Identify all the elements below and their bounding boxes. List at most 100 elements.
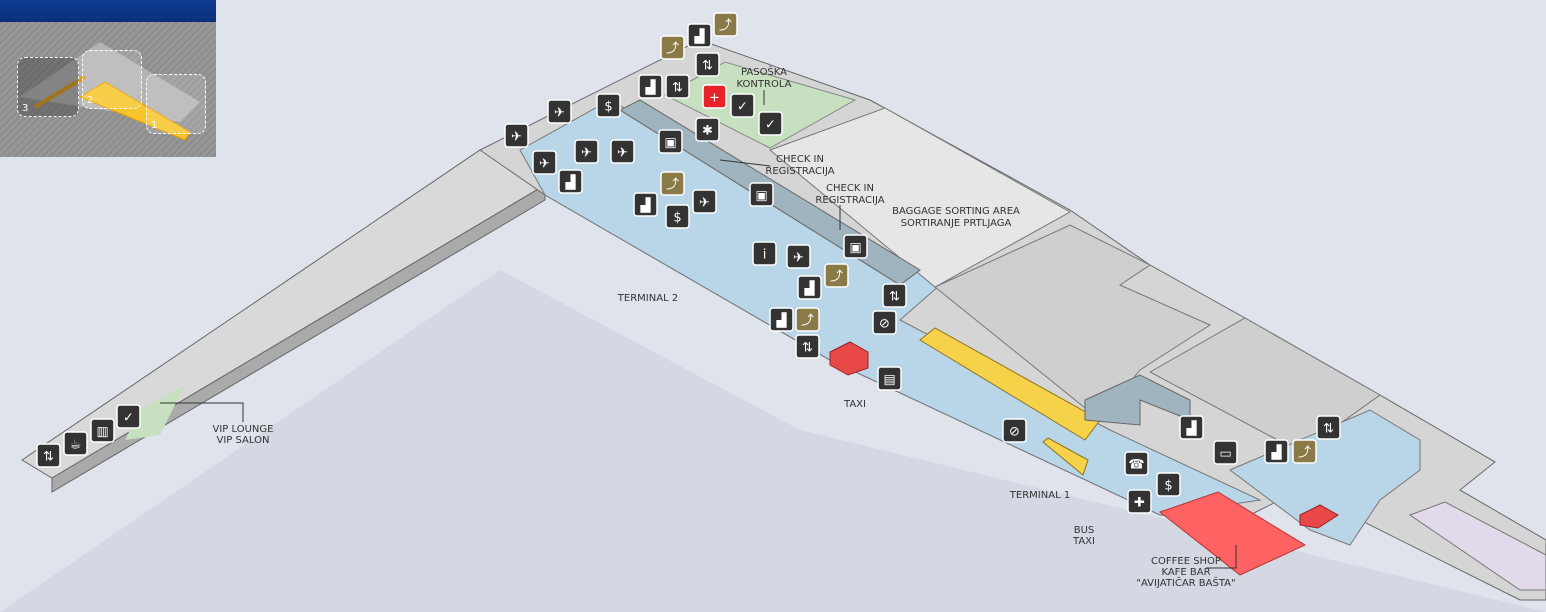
elevator-icon[interactable]: ⇅ (665, 74, 690, 99)
ticket-icon[interactable]: ▭ (1213, 440, 1238, 465)
coffee-shop-area[interactable] (1158, 491, 1307, 576)
information-icon[interactable]: i (752, 241, 777, 266)
key-map-header (0, 0, 216, 22)
stairs-icon[interactable]: ▟ (769, 307, 794, 332)
terminal-1-floor (1229, 409, 1421, 546)
stairs-icon[interactable]: ▟ (1179, 415, 1204, 440)
departures-icon[interactable]: ✈ (574, 139, 599, 164)
alarm-icon[interactable]: ✱ (695, 117, 720, 142)
svg-text:⇅: ⇅ (702, 59, 713, 74)
departures-icon[interactable]: ✈ (692, 189, 717, 214)
svg-text:✚: ✚ (1134, 496, 1145, 511)
svg-text:$: $ (1164, 479, 1172, 494)
check-in-desk-icon[interactable]: ▣ (658, 129, 683, 154)
svg-text:▥: ▥ (96, 425, 108, 440)
currency-exchange-icon[interactable]: $ (1156, 472, 1181, 497)
currency-exchange-icon[interactable]: $ (596, 93, 621, 118)
svg-text:VIP SALON: VIP SALON (217, 435, 270, 446)
departures-icon[interactable]: ✈ (610, 139, 635, 164)
svg-text:+: + (709, 91, 720, 106)
check-in-desk-icon[interactable]: ▣ (843, 234, 868, 259)
svg-text:▟: ▟ (565, 174, 577, 191)
svg-text:KONTROLA: KONTROLA (737, 79, 792, 90)
customs-icon[interactable]: ✓ (730, 93, 755, 118)
svg-text:▟: ▟ (645, 79, 657, 96)
atm-icon[interactable]: ▤ (877, 366, 902, 391)
svg-text:TERMINAL 1: TERMINAL 1 (1009, 490, 1070, 501)
cafe-icon[interactable]: ☕ (63, 431, 88, 456)
stairs-icon[interactable]: ▟ (638, 74, 663, 99)
svg-text:⤴: ⤴ (666, 178, 679, 193)
svg-text:⊘: ⊘ (879, 317, 890, 332)
svg-text:✓: ✓ (737, 100, 748, 115)
luggage-storage-icon[interactable]: ▥ (90, 418, 115, 443)
key-zone-2[interactable]: 2 (82, 50, 142, 109)
stairs-icon[interactable]: ▟ (633, 192, 658, 217)
currency-exchange-icon[interactable]: $ (665, 204, 690, 229)
svg-text:▟: ▟ (1186, 420, 1198, 437)
key-map[interactable]: 3 2 1 (0, 0, 216, 157)
yellow-bench (1042, 437, 1089, 476)
svg-text:▟: ▟ (776, 312, 788, 329)
medical-icon[interactable]: ✚ (1127, 489, 1152, 514)
customs-icon[interactable]: ✓ (116, 404, 141, 429)
map-icons: ⤴▟⤴⇅▟⇅+$✓✓✱✈✈✈✈✈▟▣▣⤴▟$✈▣i✈⤴▟⇅▟⤴⊘⇅▤⊘▟▭▟⤴⇅… (36, 12, 1341, 514)
escalator-icon[interactable]: ⤴ (660, 35, 685, 60)
stairs-icon[interactable]: ▟ (687, 23, 712, 48)
svg-text:✓: ✓ (123, 411, 134, 426)
svg-text:▣: ▣ (849, 241, 861, 256)
svg-text:▟: ▟ (1271, 444, 1283, 461)
svg-text:✈: ✈ (699, 196, 710, 211)
svg-text:$: $ (673, 211, 681, 226)
telephone-icon[interactable]: ☎ (1124, 451, 1149, 476)
baggage-sorting-area (769, 107, 1072, 288)
svg-text:☕: ☕ (70, 438, 82, 453)
check-in-desk-icon[interactable]: ▣ (749, 182, 774, 207)
svg-text:REGISTRACIJA: REGISTRACIJA (765, 166, 834, 177)
svg-text:$: $ (604, 100, 612, 115)
stairs-icon[interactable]: ▟ (1264, 439, 1289, 464)
svg-text:CHECK IN: CHECK IN (776, 154, 824, 165)
escalator-icon[interactable]: ⤴ (824, 263, 849, 288)
escalator-icon[interactable]: ⤴ (1292, 439, 1317, 464)
svg-text:✈: ✈ (539, 157, 550, 172)
elevator-icon[interactable]: ⇅ (695, 52, 720, 77)
elevator-icon[interactable]: ⇅ (882, 283, 907, 308)
svg-text:TERMINAL 2: TERMINAL 2 (617, 293, 678, 304)
departures-icon[interactable]: ✈ (786, 244, 811, 269)
elevator-icon[interactable]: ⇅ (1316, 415, 1341, 440)
key-zone-1[interactable]: 1 (146, 74, 206, 134)
escalator-icon[interactable]: ⤴ (795, 307, 820, 332)
departures-icon[interactable]: ✈ (547, 99, 572, 124)
no-smoking-icon[interactable]: ⊘ (872, 310, 897, 335)
svg-text:✈: ✈ (581, 146, 592, 161)
stairs-icon[interactable]: ▟ (558, 169, 583, 194)
svg-text:⇅: ⇅ (889, 290, 900, 305)
svg-text:⤴: ⤴ (801, 314, 814, 329)
svg-text:✈: ✈ (554, 106, 565, 121)
svg-text:⤴: ⤴ (719, 19, 732, 34)
elevator-icon[interactable]: ⇅ (795, 334, 820, 359)
key-map-terminal (20, 42, 200, 141)
departures-icon[interactable]: ✈ (532, 150, 557, 175)
svg-text:☎: ☎ (1128, 458, 1144, 473)
first-aid-icon[interactable]: + (702, 84, 727, 109)
key-zone-3[interactable]: 3 (17, 57, 79, 117)
svg-text:✈: ✈ (511, 130, 522, 145)
svg-text:▟: ▟ (694, 28, 706, 45)
elevator-icon[interactable]: ⇅ (36, 443, 61, 468)
svg-text:VIP LOUNGE: VIP LOUNGE (213, 424, 274, 435)
escalator-icon[interactable]: ⤴ (713, 12, 738, 37)
customs-icon[interactable]: ✓ (758, 111, 783, 136)
svg-text:✈: ✈ (793, 251, 804, 266)
no-smoking-icon[interactable]: ⊘ (1002, 418, 1027, 443)
svg-text:▟: ▟ (640, 197, 652, 214)
svg-text:▤: ▤ (883, 373, 895, 388)
escalator-icon[interactable]: ⤴ (660, 171, 685, 196)
stairs-icon[interactable]: ▟ (797, 275, 822, 300)
departures-icon[interactable]: ✈ (504, 123, 529, 148)
svg-text:⤴: ⤴ (666, 42, 679, 57)
svg-text:KAFE BAR: KAFE BAR (1161, 567, 1210, 578)
red-box-east (1299, 504, 1339, 529)
